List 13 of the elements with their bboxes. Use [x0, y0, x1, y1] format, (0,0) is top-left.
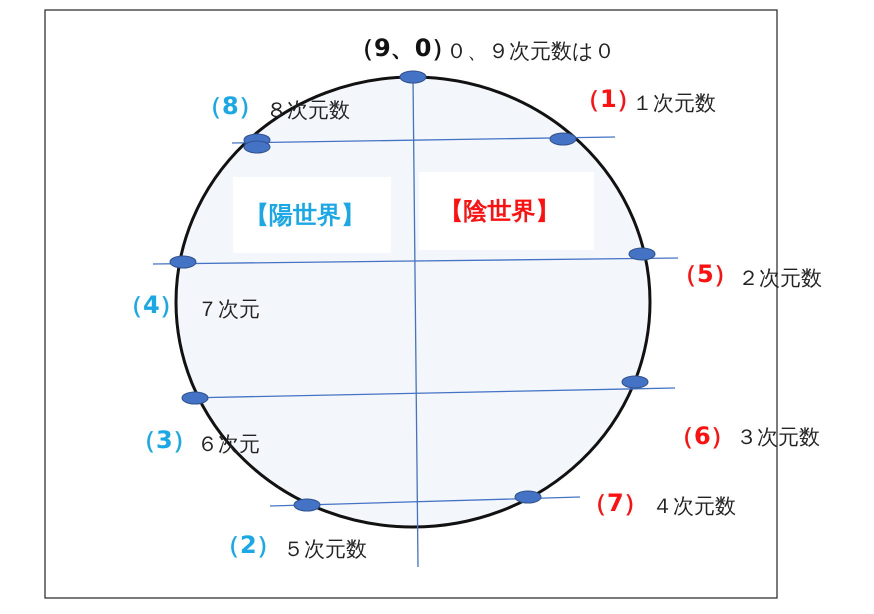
dimension-label: ５次元数 [283, 536, 367, 562]
dimension-label: ４次元数 [652, 493, 736, 519]
callout-number: （6） [670, 423, 735, 449]
callout-number: （8） [198, 93, 263, 119]
callout-number: （5） [673, 261, 738, 287]
callout-number: （3） [132, 427, 197, 453]
callout-number: （7） [583, 490, 648, 516]
world-label: 【陽世界】 [245, 200, 365, 231]
callout-number: （4） [119, 292, 184, 318]
dimension-label: ３次元数 [736, 424, 820, 450]
world-label: 【陰世界】 [440, 196, 560, 227]
dimension-label: ７次元 [197, 296, 260, 322]
callout-number: （2） [216, 532, 281, 558]
